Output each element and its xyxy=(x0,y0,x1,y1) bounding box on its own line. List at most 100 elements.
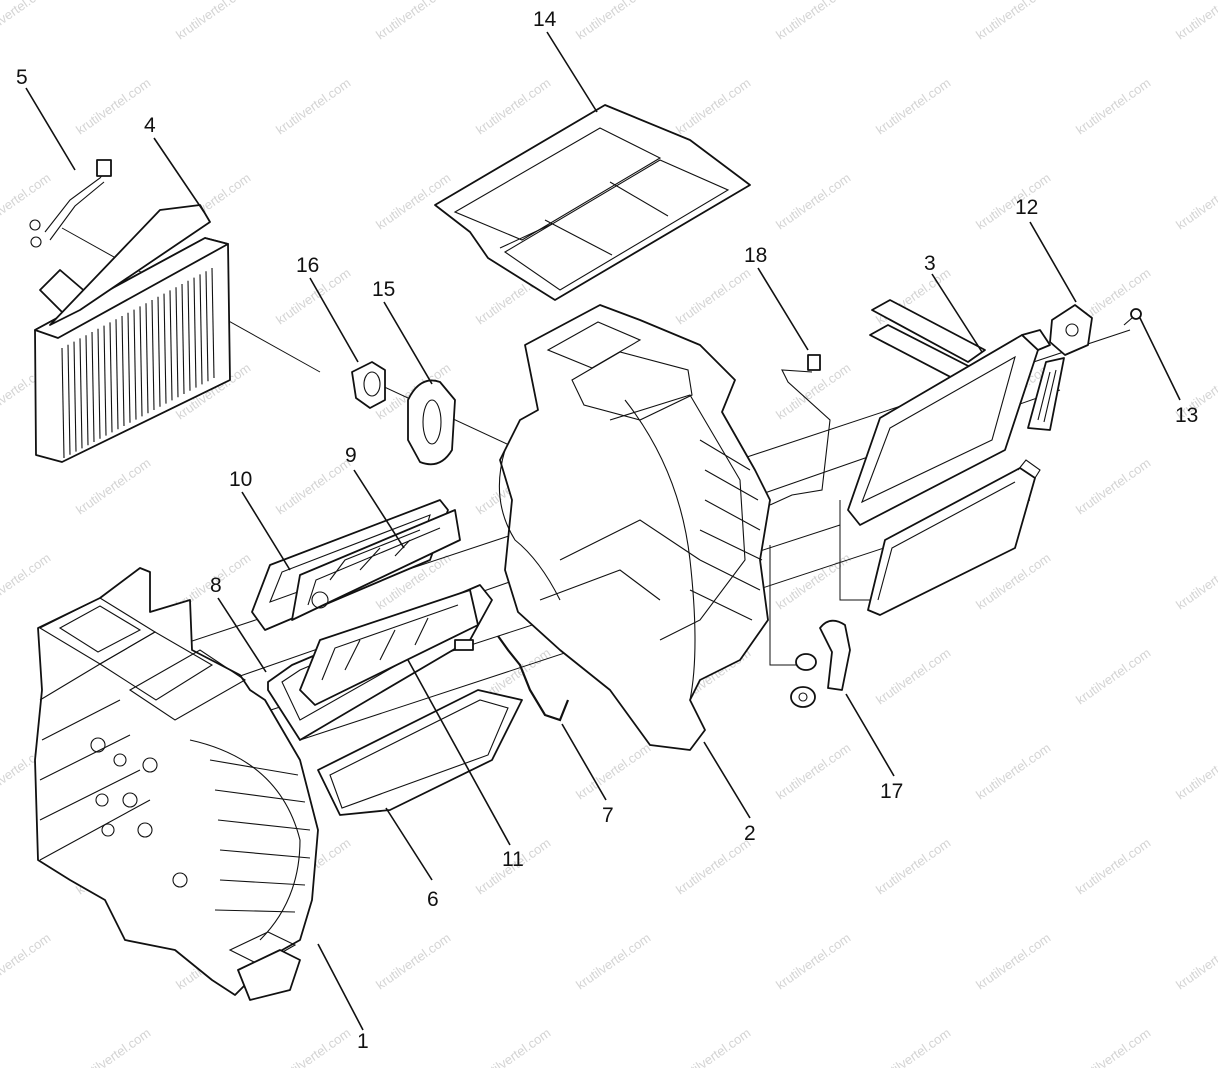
watermark-text: krutilvertel.com xyxy=(673,1025,753,1068)
watermark-text: krutilvertel.com xyxy=(1073,455,1153,517)
callout-label-17: 17 xyxy=(880,780,903,803)
leader-11 xyxy=(407,659,511,846)
leader-2 xyxy=(703,741,751,819)
evaporator-fin xyxy=(79,338,83,449)
heater-core xyxy=(847,299,1065,526)
evaporator-fin xyxy=(157,296,161,407)
leader-18 xyxy=(757,267,809,351)
watermark-text: krutilvertel.com xyxy=(673,265,753,327)
watermark-text: krutilvertel.com xyxy=(373,0,453,42)
leader-10 xyxy=(241,491,291,571)
leader-4 xyxy=(153,137,205,213)
evaporator-fins xyxy=(61,267,215,459)
callout-label-2: 2 xyxy=(744,822,756,845)
evaporator-fin xyxy=(199,274,203,385)
callout-label-6: 6 xyxy=(427,888,439,911)
evaporator-fin xyxy=(109,322,113,433)
watermark-text: krutilvertel.com xyxy=(773,550,853,612)
callout-label-1: 1 xyxy=(357,1030,369,1053)
leader-13 xyxy=(1139,317,1181,401)
air-mix-door-lower xyxy=(299,589,479,706)
watermark-text: krutilvertel.com xyxy=(973,740,1053,802)
evaporator-fin xyxy=(163,293,167,404)
drain-hose xyxy=(790,619,851,708)
evaporator-fin xyxy=(85,335,89,446)
leader-16 xyxy=(309,277,359,363)
watermark-text: krutilvertel.com xyxy=(473,75,553,137)
temperature-sensor xyxy=(769,354,831,506)
callout-label-11: 11 xyxy=(502,848,524,871)
seal-grommet xyxy=(407,379,456,466)
leader-14 xyxy=(546,31,598,113)
drain-tray xyxy=(317,689,523,816)
callouts: 1 2 3 4 5 6 7 8 9 10 11 12 13 14 15 16 1… xyxy=(16,8,1198,1053)
callout-label-13: 13 xyxy=(1175,404,1198,427)
watermark-text: krutilvertel.com xyxy=(773,740,853,802)
filter-frame xyxy=(434,104,751,301)
watermark-text: krutilvertel.com xyxy=(1073,645,1153,707)
evaporator-fin xyxy=(103,325,107,436)
watermark-text: krutilvertel.com xyxy=(573,0,653,42)
callout-label-7: 7 xyxy=(602,804,614,827)
callout-label-8: 8 xyxy=(210,574,222,597)
watermark-text: krutilvertel.com xyxy=(1173,740,1218,802)
watermark-text: krutilvertel.com xyxy=(0,170,53,232)
leader-8 xyxy=(217,597,267,673)
evaporator-fin xyxy=(205,271,209,382)
callout-label-4: 4 xyxy=(144,114,156,137)
callout-label-14: 14 xyxy=(533,8,557,31)
callout-label-5: 5 xyxy=(16,66,28,89)
housing-lower xyxy=(34,567,319,1001)
evaporator-fin xyxy=(121,315,125,427)
callout-label-9: 9 xyxy=(345,444,357,467)
evaporator-fin xyxy=(139,306,143,417)
leader-5 xyxy=(25,87,76,171)
watermark-text: krutilvertel.com xyxy=(273,1025,353,1068)
leader-9 xyxy=(353,469,405,549)
watermark-text: krutilvertel.com xyxy=(873,645,953,707)
callout-label-16: 16 xyxy=(296,254,319,277)
core-cover-panel xyxy=(867,459,1041,616)
watermark-text: krutilvertel.com xyxy=(73,75,153,137)
leader-12 xyxy=(1029,221,1077,303)
watermark-text: krutilvertel.com xyxy=(873,1025,953,1068)
leader-17 xyxy=(845,693,895,777)
watermark-text: krutilvertel.com xyxy=(173,0,253,42)
watermark-text: krutilvertel.com xyxy=(1073,1025,1153,1068)
callout-label-18: 18 xyxy=(744,244,767,267)
leader-15 xyxy=(383,301,433,385)
evaporator-fin xyxy=(115,319,119,430)
watermark-text: krutilvertel.com xyxy=(273,75,353,137)
watermark-text: krutilvertel.com xyxy=(673,835,753,897)
air-mix-door-upper xyxy=(291,509,461,621)
watermark-text: krutilvertel.com xyxy=(1173,550,1218,612)
evaporator-fin xyxy=(193,277,197,388)
watermark-text: krutilvertel.com xyxy=(873,835,953,897)
clip xyxy=(351,361,386,409)
watermark-text: krutilvertel.com xyxy=(973,0,1053,42)
evaporator-fin xyxy=(133,309,137,420)
watermark-text: krutilvertel.com xyxy=(1173,0,1218,42)
watermark-text: krutilvertel.com xyxy=(773,930,853,992)
leader-1 xyxy=(317,943,364,1031)
leader-6 xyxy=(385,807,433,881)
watermark-text: krutilvertel.com xyxy=(1173,930,1218,992)
leader-7 xyxy=(561,723,607,801)
evaporator-fin xyxy=(97,328,101,439)
screw xyxy=(1123,308,1142,326)
watermark-text: krutilvertel.com xyxy=(273,455,353,517)
watermark-text: krutilvertel.com xyxy=(573,930,653,992)
callout-label-15: 15 xyxy=(372,278,395,301)
watermark-text: krutilvertel.com xyxy=(673,75,753,137)
watermark-text: krutilvertel.com xyxy=(773,170,853,232)
watermark-text: krutilvertel.com xyxy=(573,740,653,802)
watermark-text: krutilvertel.com xyxy=(0,930,53,992)
leader-3 xyxy=(931,273,983,353)
watermark-text: krutilvertel.com xyxy=(973,930,1053,992)
watermark-text: krutilvertel.com xyxy=(1173,170,1218,232)
evaporator-fin xyxy=(91,331,95,443)
evaporator xyxy=(29,159,231,463)
housing-upper xyxy=(498,304,771,751)
evaporator-fin xyxy=(67,344,71,455)
